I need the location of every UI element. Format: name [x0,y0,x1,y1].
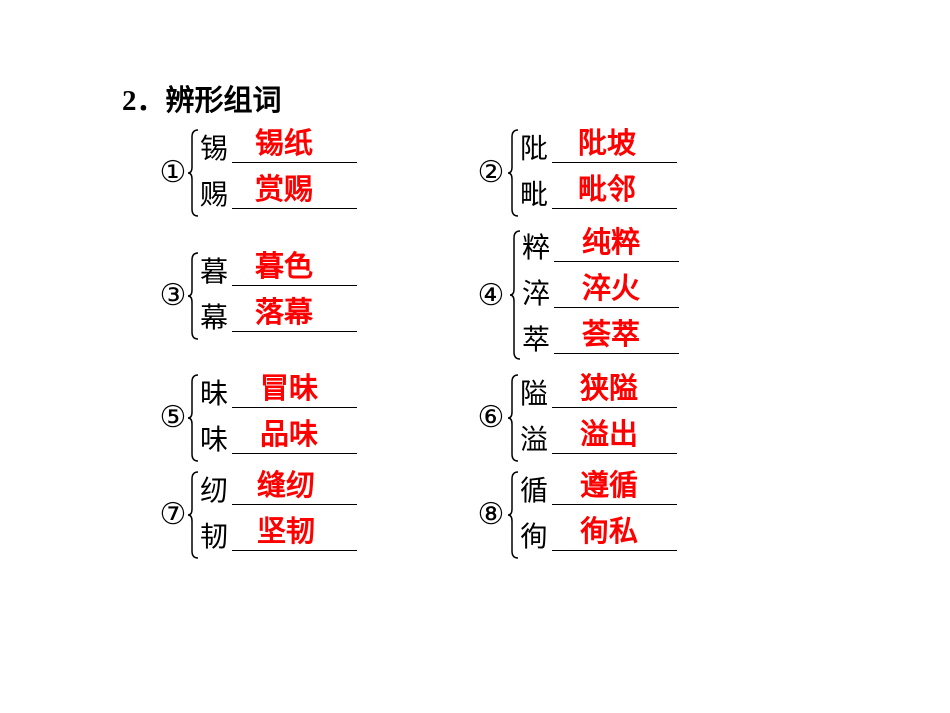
group-number: ① [159,155,187,190]
answer-word: 暮色 [255,249,314,283]
answer-blank [232,407,357,408]
group-number: ③ [159,278,187,313]
target-character: 阰 [520,132,549,165]
answer-word: 坚韧 [257,514,316,548]
answer-blank [552,208,677,209]
answer-blank [552,504,677,505]
answer-word: 溢出 [580,417,639,451]
target-character: 溢 [520,423,549,456]
brace-icon [507,374,519,462]
answer-blank [232,162,357,163]
target-character: 徇 [520,520,549,553]
word-row: 锡 锡纸 [200,125,360,171]
group-number: ⑤ [159,400,187,435]
target-character: 萃 [522,323,551,356]
answer-blank [554,353,679,354]
target-character: 纫 [200,474,229,507]
answer-blank [232,331,357,332]
group-number: ⑥ [477,400,505,435]
word-row: 昧 冒昧 [200,370,360,416]
answer-word: 狭隘 [580,371,639,405]
word-row: 赐 赏赐 [200,171,360,217]
brace-icon [187,252,199,340]
word-row: 溢 溢出 [520,416,680,462]
target-character: 暮 [200,255,229,288]
answer-blank [232,504,357,505]
target-character: 隘 [520,377,549,410]
brace-icon [509,230,521,360]
word-row: 循 遵循 [520,467,680,513]
word-row: 阰 阰坡 [520,125,680,171]
answer-word: 徇私 [580,514,639,548]
brace-icon [507,471,519,559]
section-number: 2． [122,85,166,117]
answer-word: 遵循 [580,468,639,502]
answer-word: 赏赐 [255,172,314,206]
answer-word: 阰坡 [578,126,637,160]
answer-blank [552,407,677,408]
answer-blank [232,285,357,286]
word-row: 毗 毗邻 [520,171,680,217]
word-row: 萃 荟萃 [522,316,682,362]
word-row: 韧 坚韧 [200,513,360,559]
word-row: 粹 纯粹 [522,224,682,270]
answer-blank [232,550,357,551]
word-row: 味 品味 [200,416,360,462]
word-row: 淬 淬火 [522,270,682,316]
target-character: 昧 [200,377,229,410]
word-row: 纫 缝纫 [200,467,360,513]
target-character: 锡 [200,132,229,165]
target-character: 淬 [522,277,551,310]
answer-word: 纯粹 [582,225,641,259]
answer-word: 冒昧 [260,371,319,405]
word-row: 隘 狭隘 [520,370,680,416]
answer-blank [552,453,677,454]
word-row: 徇 徇私 [520,513,680,559]
answer-word: 荟萃 [582,317,641,351]
target-character: 循 [520,474,549,507]
section-heading: 辨形组词 [165,83,282,117]
answer-word: 落幕 [255,295,314,329]
group-number: ④ [477,278,505,313]
word-row: 幕 落幕 [200,294,360,340]
group-number: ⑦ [159,497,187,532]
brace-icon [187,129,199,217]
target-character: 幕 [200,301,229,334]
answer-blank [552,550,677,551]
target-character: 味 [200,423,229,456]
answer-blank [232,208,357,209]
word-row: 暮 暮色 [200,248,360,294]
target-character: 赐 [200,178,229,211]
answer-blank [552,162,677,163]
target-character: 韧 [200,520,229,553]
answer-word: 毗邻 [578,172,637,206]
answer-word: 缝纫 [257,468,316,502]
answer-blank [554,307,679,308]
answer-blank [232,453,357,454]
brace-icon [187,471,199,559]
answer-blank [554,261,679,262]
answer-word: 品味 [260,417,319,451]
group-number: ② [477,155,505,190]
target-character: 粹 [522,231,551,264]
answer-word: 锡纸 [255,126,314,160]
answer-word: 淬火 [582,271,641,305]
brace-icon [507,129,519,217]
target-character: 毗 [520,178,549,211]
group-number: ⑧ [477,497,505,532]
brace-icon [187,374,199,462]
section-title: 2．辨形组词 [122,80,282,121]
